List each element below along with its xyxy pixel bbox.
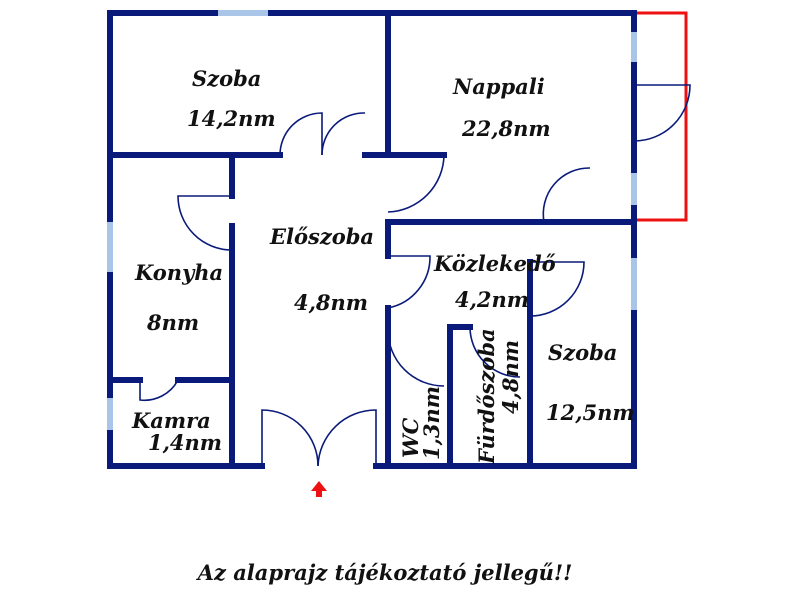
walls [107,10,637,469]
room-konyha-area: 8nm [146,310,199,335]
room-eloszoba-name: Előszoba [269,224,374,249]
room-kozlekedo-name: Közlekedő [433,251,556,276]
room-wc-area: 1,3nm [419,386,444,460]
room-kozlekedo-area: 4,2nm [455,287,529,312]
windows [107,10,637,430]
room-szoba-2-area: 12,5nm [546,400,635,425]
room-kamra-name: Kamra [131,408,211,433]
room-szoba-1-name: Szoba [192,66,261,91]
doors [139,84,691,467]
room-furdoszoba-name: Fürdőszoba [474,328,499,465]
room-kamra-area: 1,4nm [148,430,222,455]
room-szoba-2-name: Szoba [548,340,617,365]
room-furdoszoba-area: 4,8nm [498,340,523,414]
room-wc-name: WC [398,417,423,458]
red-up-arrow-icon [311,481,327,497]
balcony-outline [634,11,688,222]
floor-plan: Szoba 14,2nm Nappali 22,8nm Előszoba 4,8… [107,10,691,497]
room-szoba-1-area: 14,2nm [187,106,276,131]
room-nappali-area: 22,8nm [461,116,551,141]
disclaimer-note: Az alaprajz tájékoztató jellegű!! [197,560,573,585]
room-eloszoba-area: 4,8nm [294,290,368,315]
room-konyha-name: Konyha [134,260,223,285]
room-nappali-name: Nappali [452,74,545,99]
